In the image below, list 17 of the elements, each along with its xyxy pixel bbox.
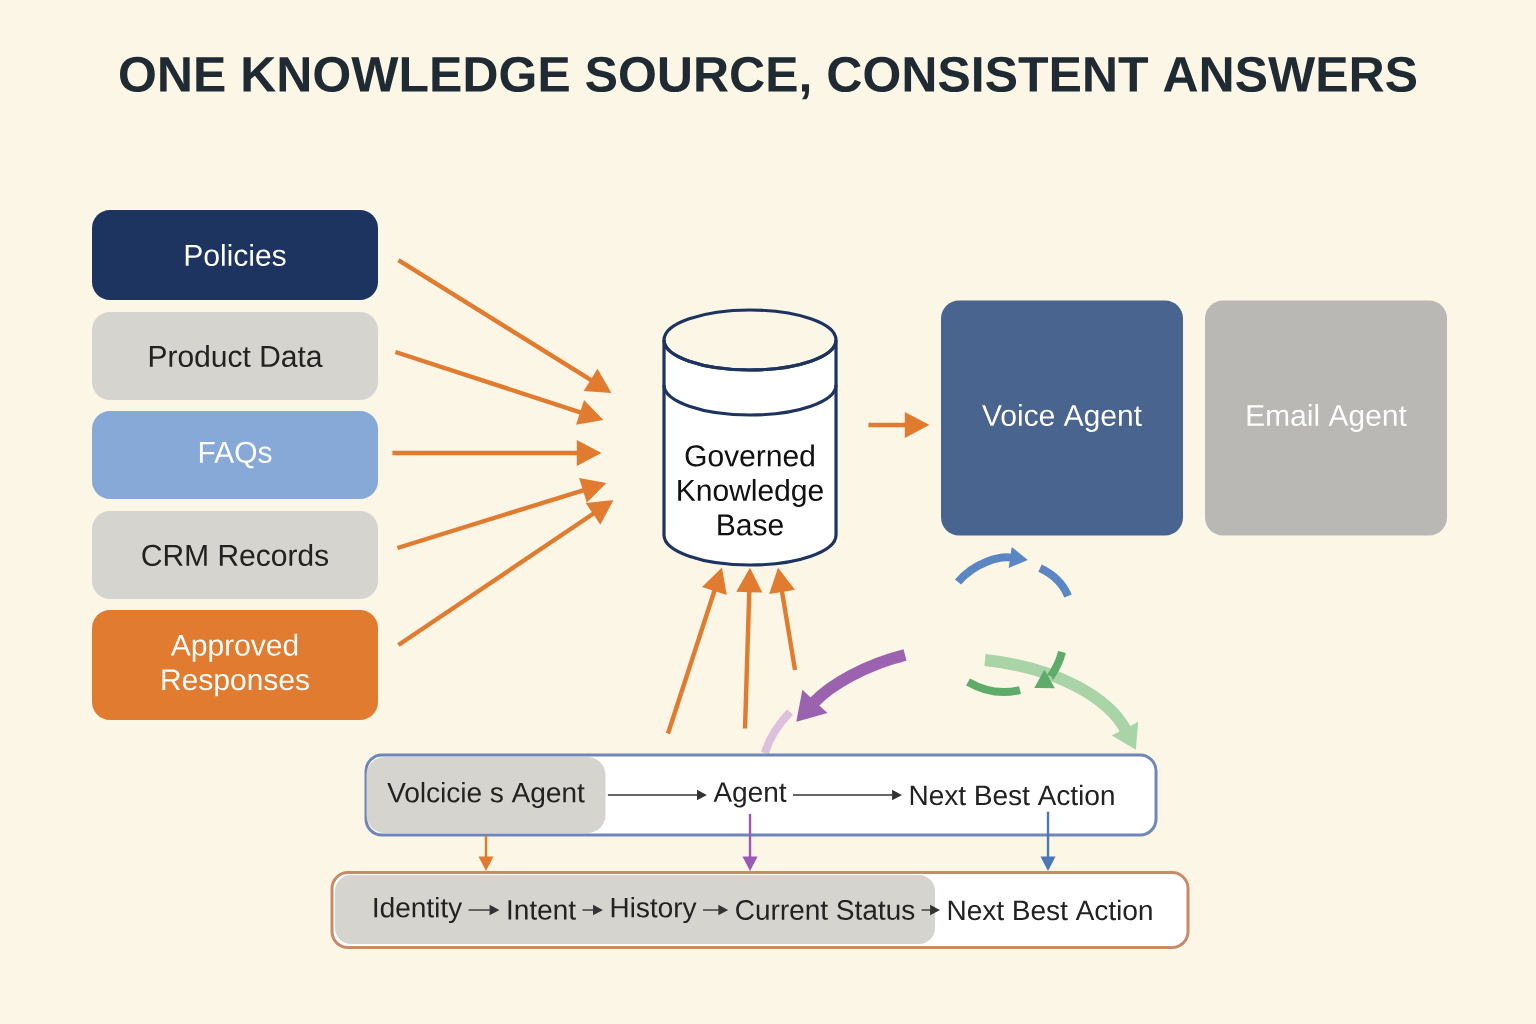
source-box: Approved Responses [92,610,378,720]
database-cylinder: Governed Knowledge Base [662,308,838,567]
source-box: Policies [92,210,378,300]
agent-box: Voice Agent [941,300,1183,536]
flow-step: Agent [713,782,787,808]
source-box: Product Data [92,312,378,400]
flow-step: History [611,896,697,924]
source-box: CRM Records [92,511,378,599]
flow-step: Next Best Action [948,899,1152,921]
source-box: FAQs [92,411,378,499]
flow-step: Current Status [736,900,915,920]
flow-step: Intent [508,900,576,920]
flow-step: Identity [374,896,463,924]
flow-step: Volcicie s Agent [366,757,606,833]
flow-step: Next Best Action [910,784,1114,806]
title: ONE KNOWLEDGE SOURCE, CONSISTENT ANSWERS [120,56,1417,100]
agent-box: Email Agent [1205,300,1447,536]
